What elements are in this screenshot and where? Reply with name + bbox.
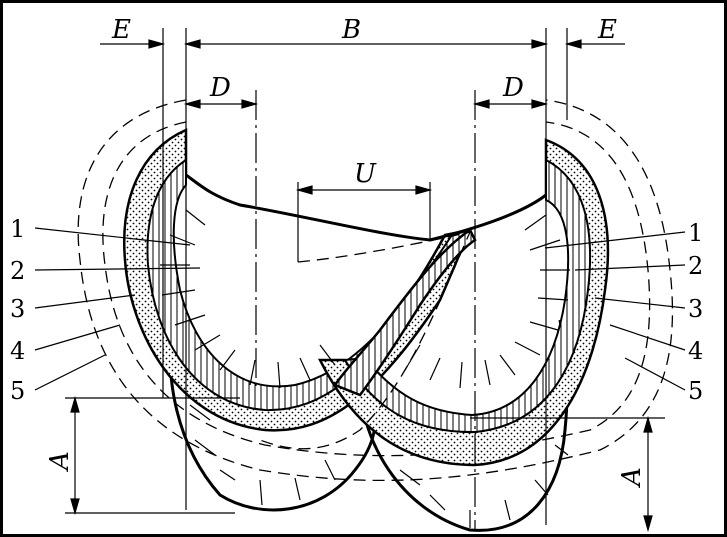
dimension-a-right: A: [617, 467, 647, 488]
dimension-d-right: D: [502, 73, 524, 103]
left-label-2: 2: [10, 257, 25, 285]
right-label-3: 3: [688, 295, 703, 323]
outer-dashed-boundaries: [77, 99, 674, 482]
dimension-e-left: E: [111, 15, 131, 45]
dimension-a-left: A: [45, 451, 75, 472]
groove-top-line: [185, 173, 547, 242]
right-label-2: 2: [688, 252, 703, 280]
reference-lines: [65, 28, 665, 530]
left-label-5: 5: [10, 377, 25, 405]
left-leader-lines: [34, 227, 201, 391]
right-leader-lines: [544, 231, 686, 391]
dimension-d-left: D: [209, 73, 231, 103]
crossing-band: [333, 228, 477, 397]
dimension-b: B: [341, 15, 361, 45]
right-label-5: 5: [688, 377, 703, 405]
inner-dashed-line: [259, 231, 472, 450]
right-fusion-lines: [399, 214, 570, 528]
left-label-1: 1: [10, 215, 25, 243]
dimension-e-right: E: [597, 15, 617, 45]
left-label-4: 4: [10, 337, 25, 365]
dimension-u: U: [354, 159, 377, 189]
left-fusion-lines: [160, 209, 336, 506]
right-label-4: 4: [688, 337, 703, 365]
left-lower-lobe: [168, 299, 377, 512]
dimension-arrows: [70, 39, 653, 533]
right-hatched-band: [343, 158, 591, 434]
right-label-1: 1: [688, 219, 703, 247]
left-label-3: 3: [10, 295, 25, 323]
